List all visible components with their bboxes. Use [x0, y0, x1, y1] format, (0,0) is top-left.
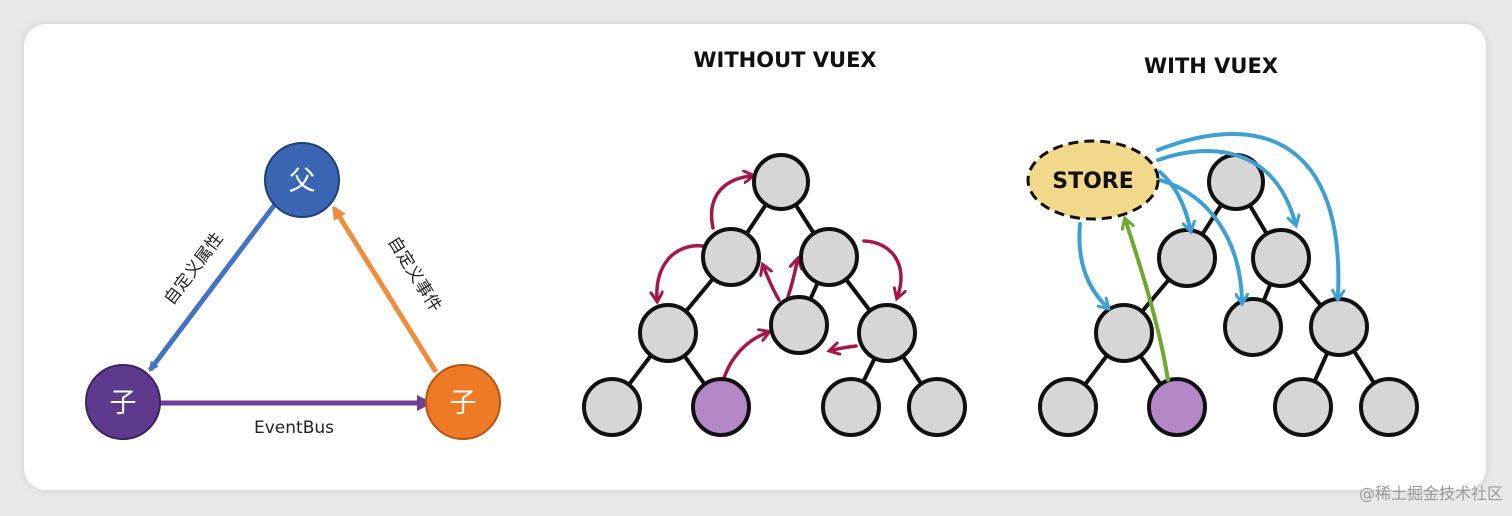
with-vuex-arrows	[1077, 131, 1338, 382]
tree-node	[1157, 228, 1217, 288]
without-vuex-title: WITHOUT VUEX	[693, 48, 876, 72]
store-label: STORE	[1052, 169, 1134, 194]
tree-node	[1223, 297, 1283, 357]
tree-node	[769, 295, 829, 355]
arrow-right-down	[862, 239, 901, 295]
tree-node	[1094, 303, 1154, 363]
store-to-node-arrow	[1077, 222, 1106, 306]
tree-node	[907, 377, 967, 437]
arrow-up-left	[709, 176, 750, 230]
props-edge-label: 自定义属性	[160, 229, 227, 309]
store-to-node-arrow	[1156, 148, 1295, 222]
watermark: @稀土掘金技术社区	[1359, 484, 1503, 503]
with-vuex-panel: WITH VUEX	[1026, 54, 1419, 437]
tree-node	[857, 303, 917, 363]
store-to-node-arrow	[1156, 131, 1338, 296]
tree-node	[638, 303, 698, 363]
child-right-label: 子	[450, 388, 477, 419]
tree-node	[1038, 377, 1098, 437]
tree-node	[582, 377, 642, 437]
tree-node	[1251, 228, 1311, 288]
without-vuex-panel: WITHOUT VUEX	[582, 48, 967, 437]
without-vuex-tree-nodes	[582, 153, 967, 437]
component-communication-diagram: 父 子 子 自定义属性 自定义事件 EventBus	[85, 142, 501, 440]
arrow-center-up-b	[785, 262, 797, 302]
event-arrow	[331, 205, 439, 374]
tree-node	[701, 227, 761, 287]
arrow-center-up-a	[764, 268, 781, 302]
tree-node-highlight	[691, 377, 751, 437]
tree-node	[752, 153, 810, 211]
tree-node	[1309, 297, 1369, 357]
child-right-node: 子	[425, 364, 501, 440]
vuex-store: STORE	[1026, 139, 1160, 221]
props-arrow	[148, 201, 278, 372]
with-vuex-tree-nodes	[1038, 153, 1419, 437]
arrow-into-center	[833, 346, 858, 350]
eventbus-edge-label: EventBus	[254, 418, 334, 438]
tree-node	[1359, 377, 1419, 437]
with-vuex-title: WITH VUEX	[1144, 54, 1278, 78]
store-to-node-arrow	[1158, 170, 1190, 228]
parent-node: 父	[264, 142, 340, 218]
without-vuex-arrows	[657, 176, 901, 380]
child-left-label: 子	[110, 388, 137, 419]
tree-node	[799, 227, 859, 287]
arrow-purple-up	[722, 333, 766, 380]
child-left-node: 子	[85, 364, 161, 440]
store-to-node-arrow	[1158, 178, 1242, 300]
arrow-left-down	[657, 244, 705, 298]
parent-label: 父	[289, 166, 316, 197]
component-to-store-arrow	[1126, 222, 1170, 382]
tree-node	[1273, 377, 1333, 437]
tree-node-highlight	[1147, 377, 1207, 437]
tree-node	[821, 377, 881, 437]
